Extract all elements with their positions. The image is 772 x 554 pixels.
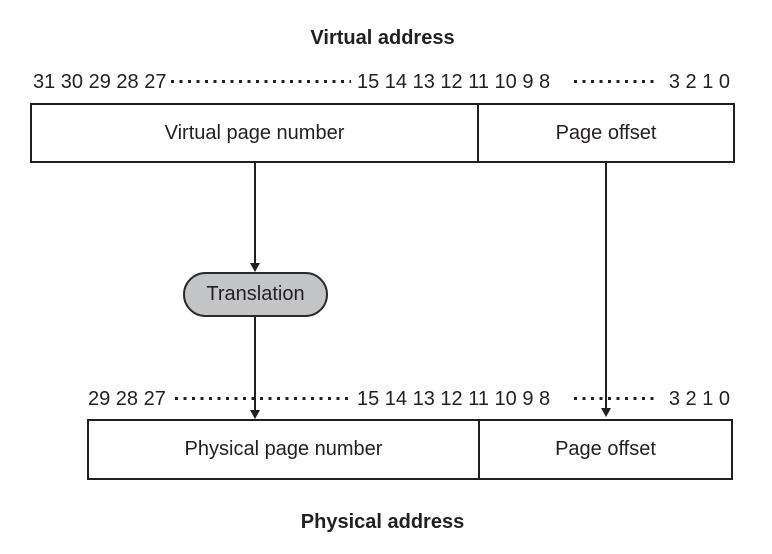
bit-ellipsis: [171, 80, 351, 83]
bit-ellipsis: [574, 80, 658, 83]
bit-ellipsis: [574, 397, 658, 400]
physical-bits-high: 29 28 27: [88, 388, 166, 410]
arrow-down-icon: [601, 408, 611, 417]
physical-address-title: Physical address: [300, 511, 465, 533]
page-offset-line: [605, 163, 607, 408]
virtual-bits-mid: 15 14 13 12 11 10 9 8: [357, 71, 551, 93]
arrow-down-icon: [250, 410, 260, 419]
translation-label: Translation: [206, 283, 305, 305]
virtual-bits-high: 31 30 29 28 27: [33, 71, 167, 93]
arrow-down-icon: [250, 263, 260, 272]
physical-bits-low: 3 2 1 0: [668, 388, 730, 410]
virtual-page-offset-field: Page offset: [477, 105, 733, 161]
vpn-to-translation-line: [254, 163, 256, 263]
physical-page-offset-field: Page offset: [478, 421, 731, 478]
virtual-address-title: Virtual address: [310, 27, 455, 49]
bit-ellipsis: [175, 397, 350, 400]
virtual-address-box: Virtual page number Page offset: [30, 103, 735, 163]
translation-to-ppn-line: [254, 317, 256, 410]
translation-node: Translation: [183, 272, 328, 317]
physical-page-number-field: Physical page number: [184, 438, 383, 460]
physical-bits-mid: 15 14 13 12 11 10 9 8: [357, 388, 551, 410]
physical-address-box: Physical page number Page offset: [87, 419, 733, 480]
virtual-bits-low: 3 2 1 0: [668, 71, 730, 93]
virtual-page-number-field: Virtual page number: [164, 121, 345, 144]
